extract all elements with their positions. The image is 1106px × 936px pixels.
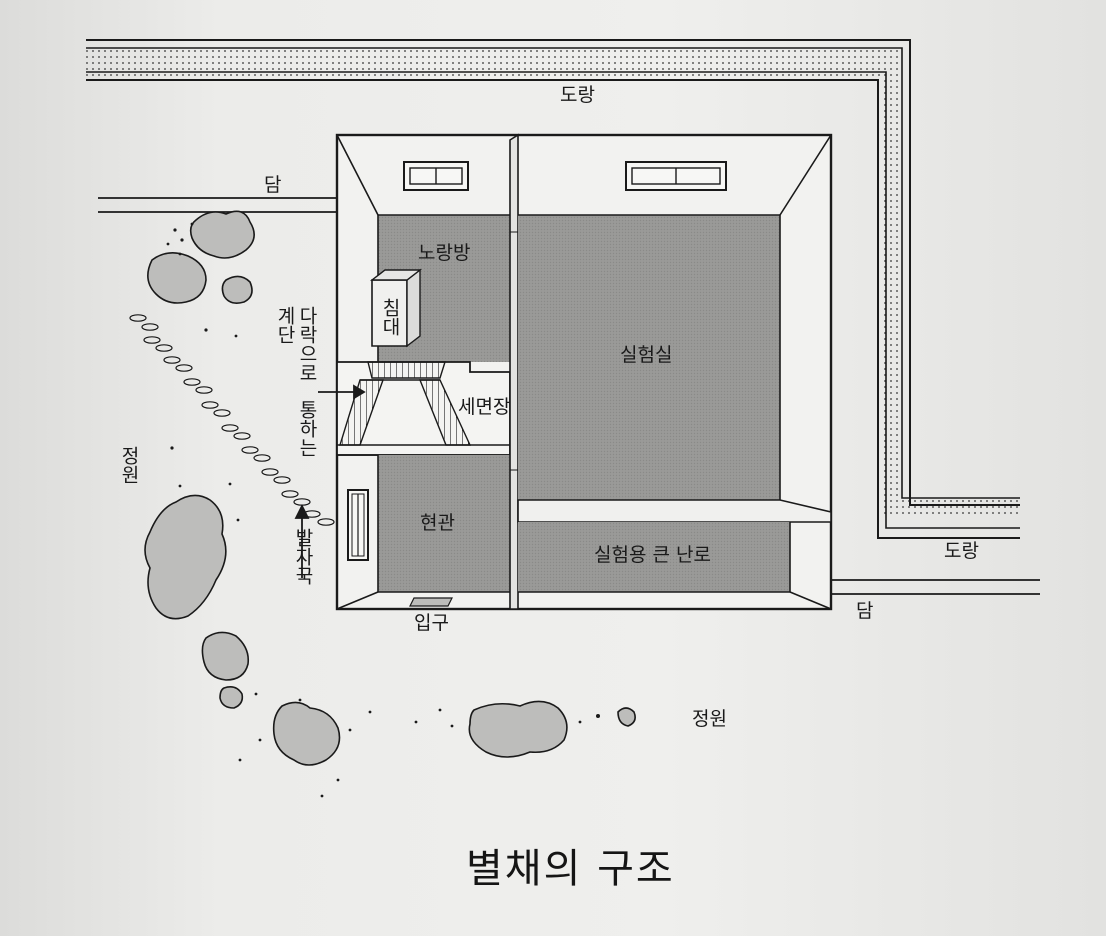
corridor-top-label: 도랑 bbox=[560, 84, 595, 106]
drain-inner-line-2 bbox=[86, 79, 1020, 539]
stairs-arrow bbox=[318, 384, 366, 400]
entrance-label: 입구 bbox=[414, 612, 449, 634]
footprints bbox=[129, 314, 335, 526]
entrance-mat bbox=[409, 597, 453, 607]
lab-floor bbox=[518, 215, 780, 500]
drain-outer-line-2 bbox=[86, 47, 1020, 499]
stairs-note-line-2: 통하는 bbox=[295, 400, 318, 457]
bed-label: 침대 bbox=[378, 298, 401, 336]
staircase-upper bbox=[367, 361, 446, 379]
entrance-hall-floor bbox=[378, 455, 510, 592]
drain-inner-line bbox=[86, 71, 1020, 529]
lab-divider bbox=[517, 499, 832, 523]
garden-bottom-label: 정원 bbox=[692, 708, 727, 730]
partition-wall bbox=[509, 133, 519, 610]
wall-left-label: 담 bbox=[264, 174, 282, 196]
pebbles bbox=[166, 222, 600, 798]
corridor-right-label: 도랑 bbox=[944, 540, 979, 562]
hallway-room-label: 노랑방 bbox=[418, 242, 471, 264]
footprints-label: 발자국 bbox=[291, 528, 314, 585]
furnace-room-floor bbox=[518, 522, 790, 592]
entrance-hall-label: 현관 bbox=[420, 512, 455, 534]
shrubs bbox=[144, 210, 636, 766]
lab-label: 실험실 bbox=[620, 344, 673, 366]
garden-left-label: 정원 bbox=[117, 446, 140, 484]
washroom-label: 세면장 bbox=[458, 396, 511, 418]
wall-right-label: 담 bbox=[856, 600, 874, 622]
drain-outer-line bbox=[86, 39, 1020, 506]
lab-furnace-label: 실험용 큰 난로 bbox=[594, 544, 711, 566]
stairs-note-line-1: 다락으로 bbox=[295, 306, 318, 382]
diagram-caption: 별채의 구조 bbox=[466, 846, 675, 892]
stairs-note-line-3: 계단 bbox=[273, 306, 296, 344]
